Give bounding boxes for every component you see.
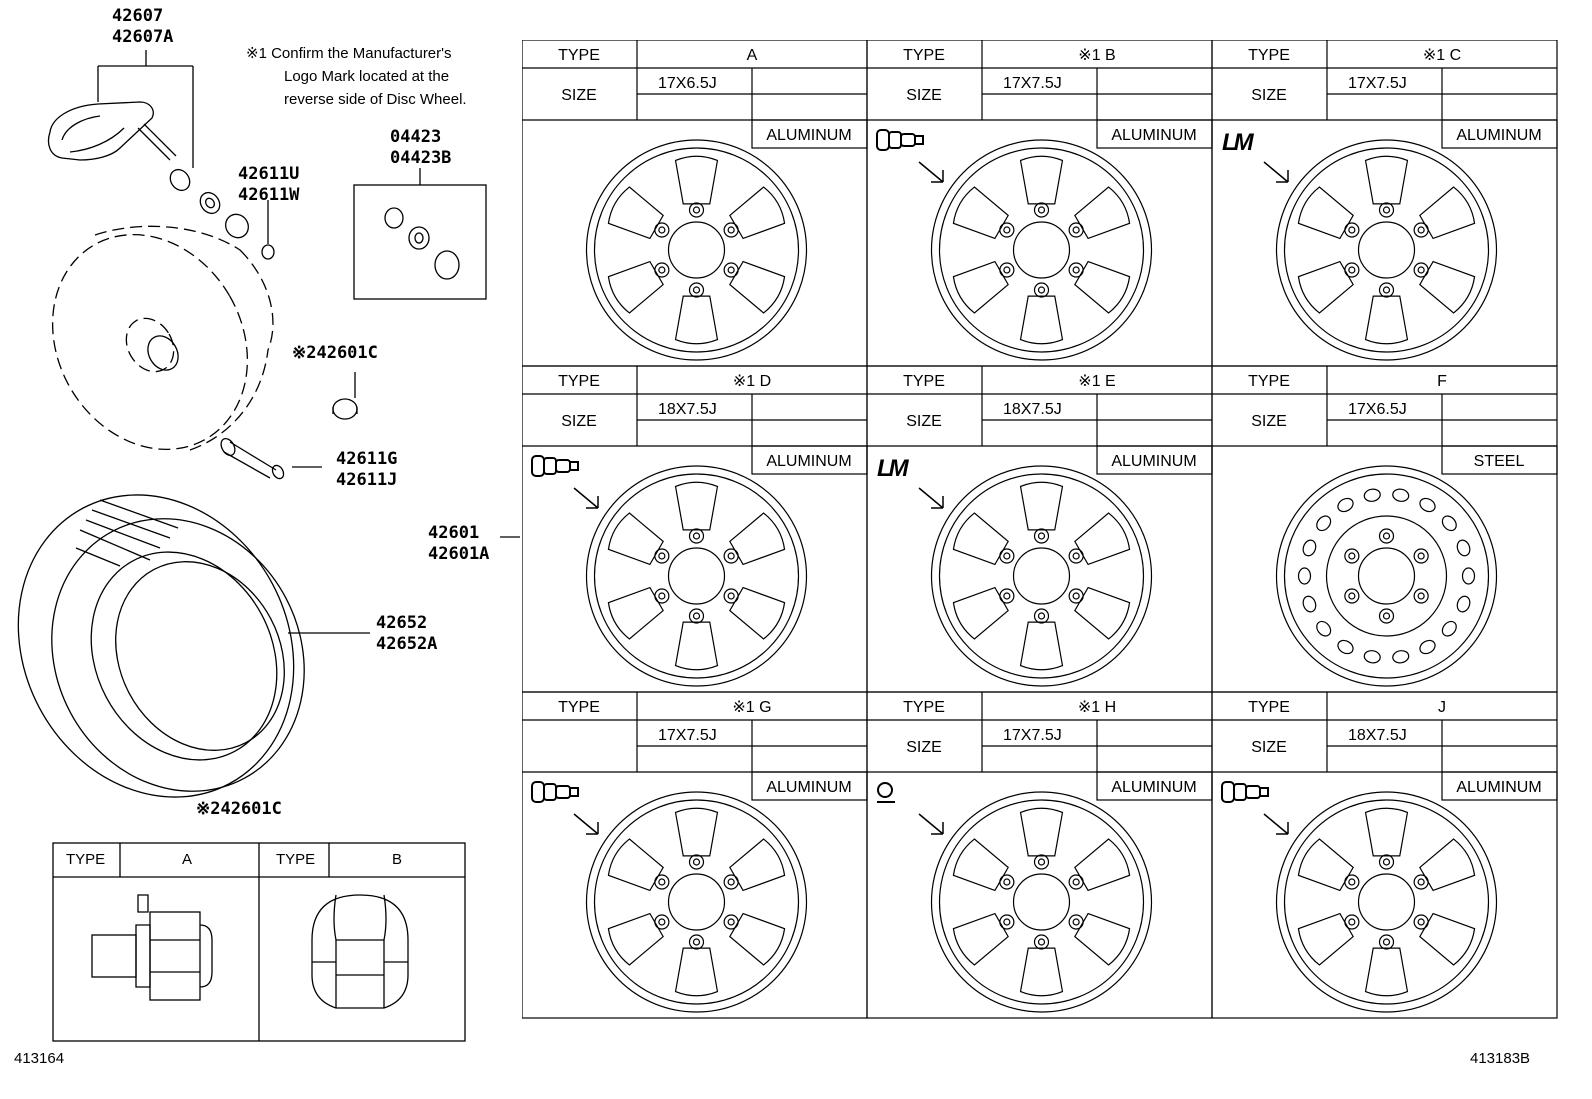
manufacturer-note: ※1 Confirm the Manufacturer's Logo Mark …: [246, 45, 467, 108]
valve-rings-icon: [199, 191, 275, 260]
size-value: 18X7.5J: [1348, 727, 1407, 744]
size-label: SIZE: [1251, 413, 1287, 430]
type-value: A: [747, 47, 758, 64]
lm-logo-text: LM: [1222, 129, 1255, 156]
size-value: 17X7.5J: [1003, 727, 1062, 744]
nut-table-col-a: A: [182, 851, 193, 868]
material-label: ALUMINUM: [1111, 127, 1196, 144]
size-label: SIZE: [906, 87, 942, 104]
valve-icon: [1221, 781, 1289, 835]
type-value: F: [1437, 373, 1447, 390]
size-label: SIZE: [1251, 739, 1287, 756]
wheel-icon: [1275, 465, 1498, 687]
q-logo: [877, 782, 944, 835]
reference-right: 413183B: [1470, 1050, 1531, 1067]
wheel-icon: [930, 465, 1153, 687]
tpms-sensor-icon: [47, 101, 191, 192]
type-value: ※1 E: [1078, 373, 1115, 390]
type-label: TYPE: [1248, 699, 1290, 716]
size-value: 18X7.5J: [658, 401, 717, 418]
wheel-icon: [1275, 139, 1498, 361]
size-value: 17X6.5J: [1348, 401, 1407, 418]
type-value: ※1 H: [1078, 699, 1116, 716]
wheel-type-cell[interactable]: TYPE ※1 H SIZE 17X7.5J ALUMINUM: [866, 691, 1213, 1019]
material-label: ALUMINUM: [1111, 779, 1196, 796]
valve-stem-icon: [220, 437, 285, 480]
valve-icon: [876, 129, 944, 183]
material-label: ALUMINUM: [766, 453, 851, 470]
cap-nut-icon: [311, 894, 409, 1009]
valve-icon: [531, 781, 599, 835]
type-label: TYPE: [558, 47, 600, 64]
size-label: SIZE: [561, 87, 597, 104]
material-label: STEEL: [1474, 453, 1525, 470]
type-value: J: [1438, 699, 1446, 716]
material-label: ALUMINUM: [1111, 453, 1196, 470]
lm-logo: LM: [877, 455, 944, 509]
material-label: ALUMINUM: [766, 779, 851, 796]
valve-icon: [531, 455, 599, 509]
nut-table-type-b-label: TYPE: [276, 851, 316, 868]
part-number-nut-top[interactable]: ※242601C: [292, 343, 378, 363]
size-label: SIZE: [906, 413, 942, 430]
type-value: ※1 B: [1078, 47, 1115, 64]
type-label: TYPE: [1248, 373, 1290, 390]
part-number-nut-bottom[interactable]: ※242601C: [196, 799, 282, 819]
type-label: TYPE: [1248, 47, 1290, 64]
wheel-icon: [585, 139, 808, 361]
wheel-type-cell[interactable]: TYPE F SIZE 17X6.5J STEEL: [1211, 365, 1558, 693]
wheel-icon: [1275, 791, 1498, 1013]
size-value: 17X7.5J: [658, 727, 717, 744]
tire-icon: [17, 494, 305, 798]
type-value: ※1 G: [732, 699, 771, 716]
wheel-type-cell[interactable]: TYPE ※1 C SIZE 17X7.5J ALUMINUM LM: [1211, 40, 1558, 367]
wheel-dashed-icon: [51, 225, 274, 451]
size-value: 17X6.5J: [658, 75, 717, 92]
size-label: SIZE: [906, 739, 942, 756]
wheel-icon: [930, 139, 1153, 361]
type-label: TYPE: [558, 699, 600, 716]
type-label: TYPE: [558, 373, 600, 390]
wheel-type-grid: TYPE A SIZE 17X6.5J ALUMINUM TYPE ※1 B SIZE 17X7…: [522, 40, 1558, 1019]
reference-left: 413164: [14, 1050, 65, 1067]
wheel-type-cell[interactable]: TYPE ※1 B SIZE 17X7.5J ALUMINUM: [866, 40, 1213, 367]
size-value: 18X7.5J: [1003, 401, 1062, 418]
size-label: SIZE: [561, 413, 597, 430]
type-label: TYPE: [903, 699, 945, 716]
flange-nut-icon: [91, 894, 213, 1001]
lm-logo-text: LM: [877, 455, 910, 482]
wheel-type-cell[interactable]: TYPE ※1 D SIZE 18X7.5J ALUMINUM: [522, 365, 868, 693]
grommet-box: [353, 184, 487, 300]
wheel-icon: [585, 465, 808, 687]
material-label: ALUMINUM: [1456, 127, 1541, 144]
size-label: SIZE: [1251, 87, 1287, 104]
wheel-type-cell[interactable]: TYPE ※1 G 17X7.5J ALUMINUM: [522, 691, 868, 1019]
wheel-type-cell[interactable]: TYPE ※1 E SIZE 18X7.5J ALUMINUM LM: [866, 365, 1213, 693]
type-value: ※1 C: [1423, 47, 1461, 64]
type-value: ※1 D: [733, 373, 771, 390]
material-label: ALUMINUM: [1456, 779, 1541, 796]
material-label: ALUMINUM: [766, 127, 851, 144]
wheel-icon: [930, 791, 1153, 1013]
nut-table-col-b: B: [392, 851, 403, 868]
size-value: 17X7.5J: [1348, 75, 1407, 92]
wheel-type-cell[interactable]: TYPE A SIZE 17X6.5J ALUMINUM: [522, 40, 868, 367]
type-label: TYPE: [903, 373, 945, 390]
size-value: 17X7.5J: [1003, 75, 1062, 92]
nut-table-type-a-label: TYPE: [66, 851, 106, 868]
parts-drawing: [17, 50, 520, 1042]
wheel-type-cell[interactable]: TYPE J SIZE 18X7.5J ALUMINUM: [1211, 691, 1558, 1019]
wheel-icon: [585, 791, 808, 1013]
lm-logo: LM: [1222, 129, 1289, 183]
type-label: TYPE: [903, 47, 945, 64]
